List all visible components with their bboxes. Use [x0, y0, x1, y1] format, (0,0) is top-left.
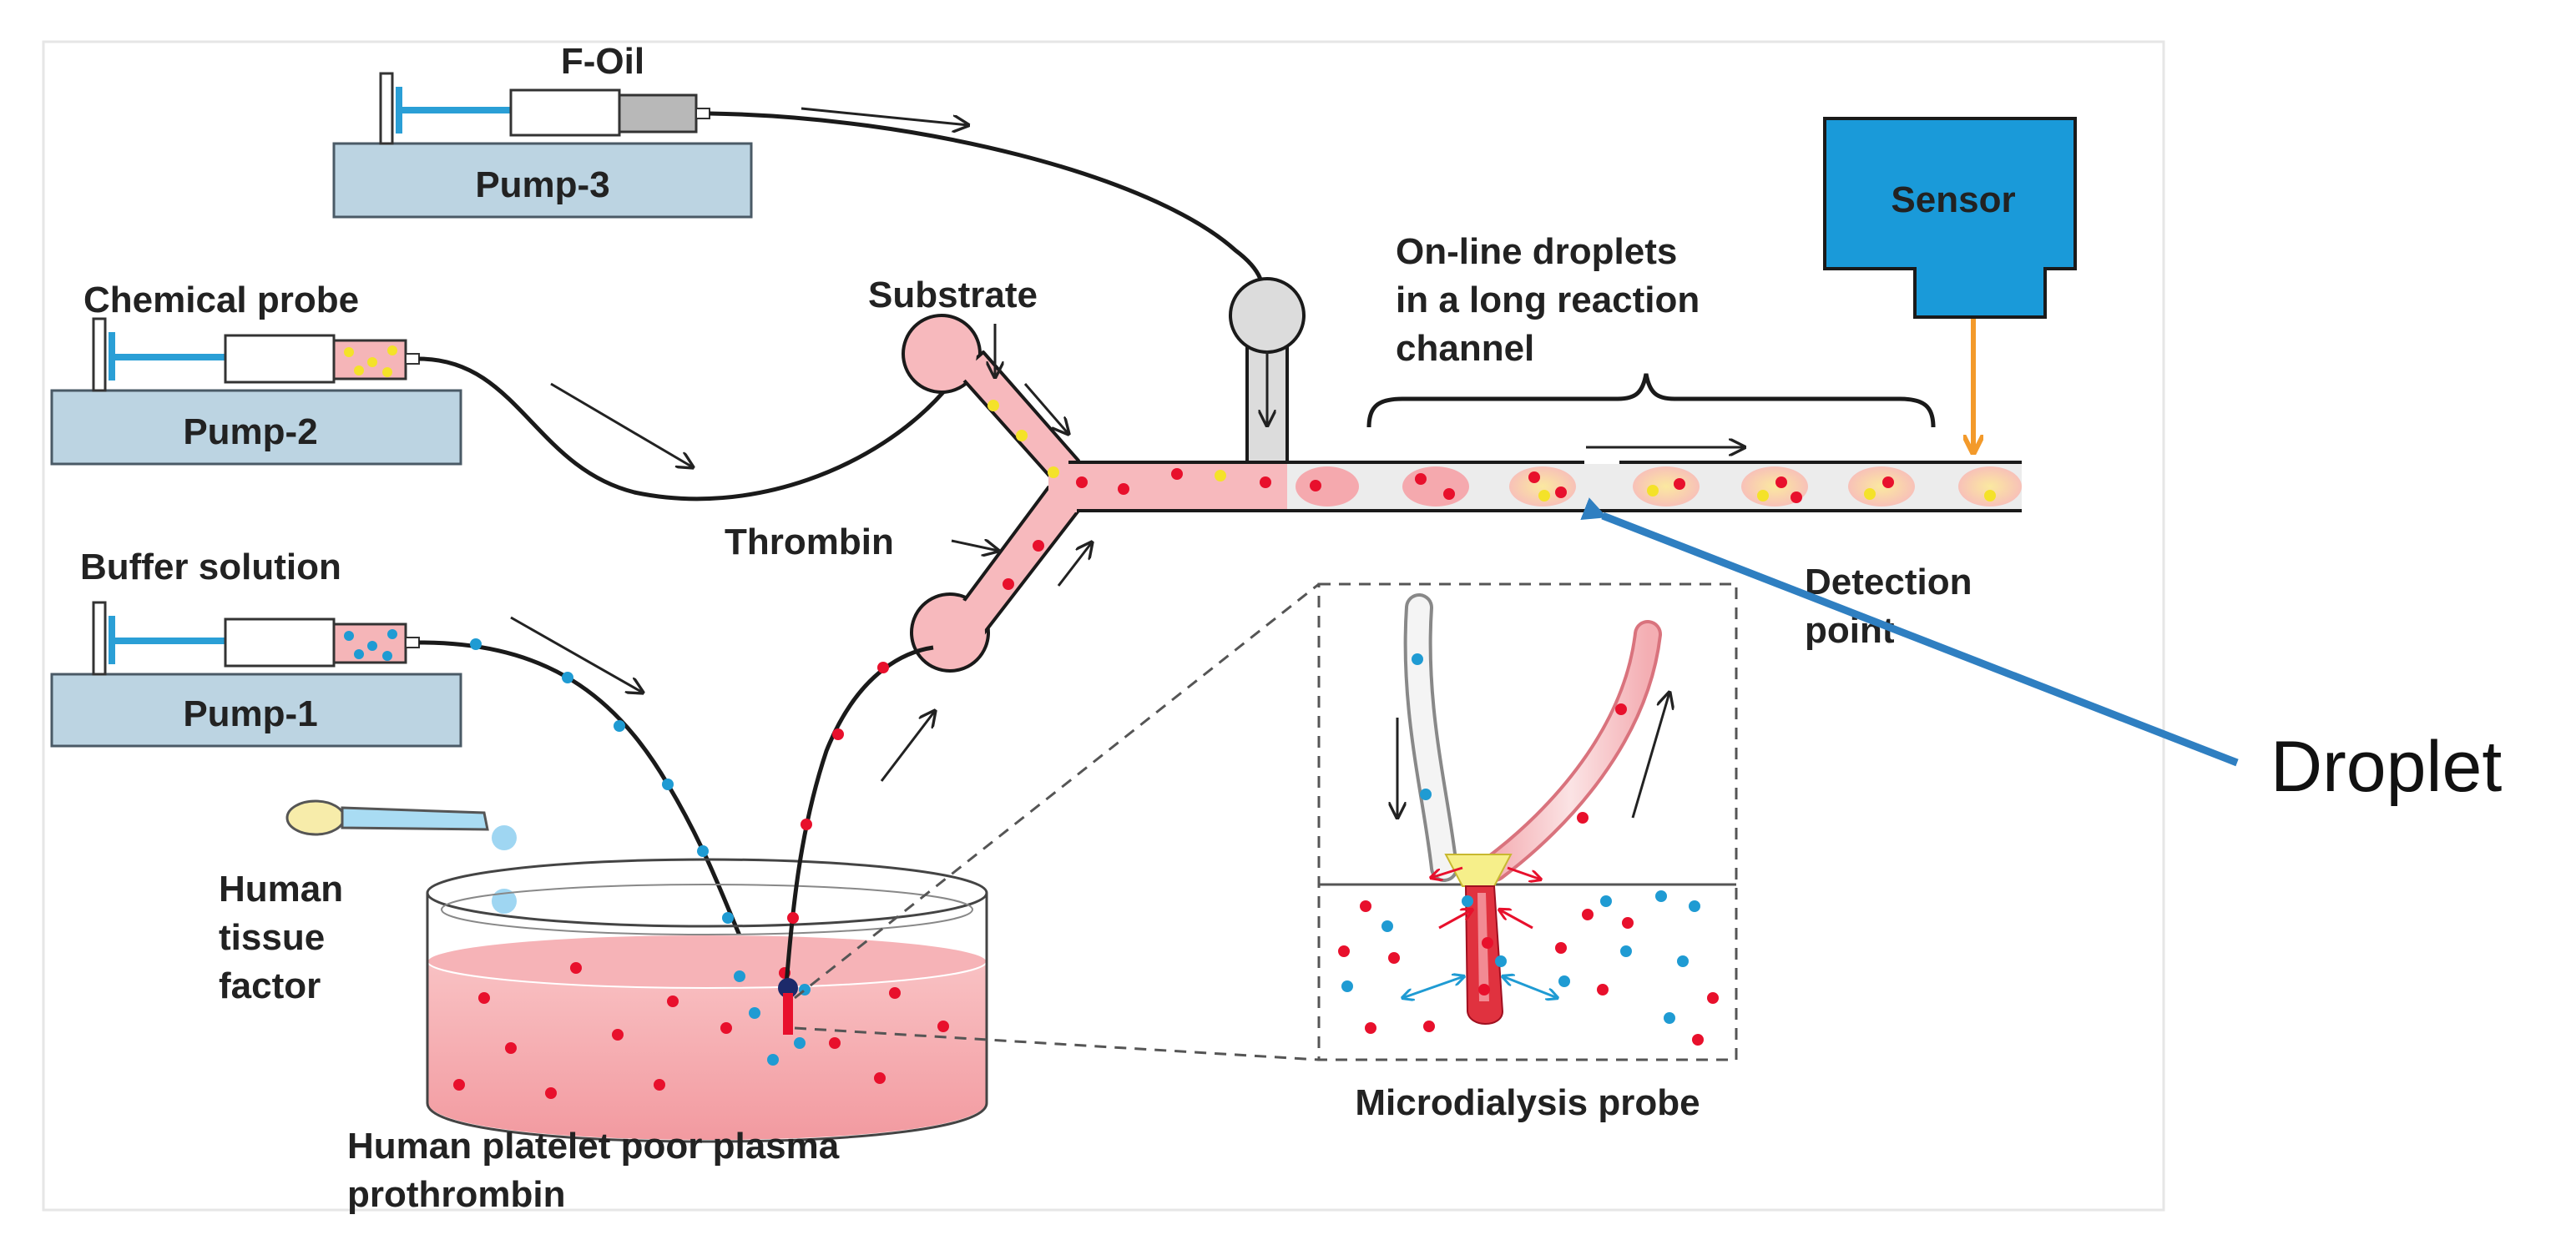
channel-red-dots	[1003, 468, 1894, 590]
probe-in-dish	[783, 993, 793, 1035]
pump-1-post	[92, 601, 107, 676]
pipette-tube	[341, 806, 489, 831]
human-tissue-factor-label-line-1: Human	[219, 869, 343, 910]
f-oil-label: F-Oil	[561, 41, 644, 82]
inset-red-arrow	[1507, 866, 1541, 880]
pump-2-label: Pump-2	[183, 411, 317, 452]
plasma-blue-dots	[734, 970, 811, 1066]
droplet	[1848, 466, 1915, 507]
online-droplets-label-line-1: On-line droplets	[1396, 231, 1677, 272]
inset-outlet-tube-inner	[1483, 623, 1659, 879]
thrombin-reservoir-fill	[915, 597, 985, 668]
dish-inner-rim	[441, 884, 973, 935]
pump-3-plunger-head	[396, 87, 402, 134]
pump-1-syringe-tip	[405, 637, 420, 648]
inset-probe-membrane-highlight	[1477, 893, 1489, 1001]
pump-3-post	[379, 72, 394, 145]
pump-2-post	[92, 317, 107, 392]
pump-2-syringe-barrel	[224, 334, 336, 384]
buffer-solution-label: Buffer solution	[80, 547, 341, 587]
pump-1-syringe-barrel	[224, 617, 336, 668]
plasma-surface	[427, 934, 987, 989]
pump-1: Pump-1 Buffer solution	[50, 547, 462, 748]
zoom-line-bottom	[794, 1026, 1320, 1061]
plasma-label-line-2: prothrombin	[347, 1174, 566, 1215]
buffer-flow-arrow	[510, 616, 643, 693]
droplet	[1958, 466, 2022, 507]
droplet	[1402, 466, 1469, 507]
pump-1-label: Pump-1	[183, 693, 317, 734]
detection-point-label-line-1: Detection	[1805, 562, 1972, 602]
substrate-label: Substrate	[868, 275, 1038, 315]
detection-point-label-line-2: point	[1805, 610, 1895, 651]
sensor-label: Sensor	[1891, 179, 2015, 220]
pump-3-syringe-tip	[695, 108, 710, 119]
plasma-dish	[426, 858, 988, 1143]
inset-red-arrow	[1499, 910, 1533, 930]
f-oil-inlet-join	[1250, 330, 1285, 342]
plasma-label-line-1: Human platelet poor plasma	[347, 1126, 840, 1167]
substrate-reservoir-fill	[907, 319, 977, 389]
pump-3-syringe-barrel	[509, 88, 621, 137]
pump-2: Pump-2 Chemical probe	[50, 280, 462, 466]
droplet	[1296, 466, 1359, 507]
pump-2-base	[50, 389, 462, 466]
plasma-red-dots	[453, 962, 949, 1099]
buffer-tube-blue-dots	[470, 638, 734, 924]
inset-outflow-arrow	[1631, 693, 1669, 819]
pump-3-base	[332, 142, 753, 219]
inset-cyan-arrow	[1402, 976, 1464, 998]
human-tissue-factor-label-line-2: tissue	[219, 917, 325, 958]
online-droplets-label-line-3: channel	[1396, 328, 1534, 369]
chemical-probe-tube	[418, 356, 945, 502]
microdialysis-probe-label: Microdialysis probe	[1355, 1082, 1700, 1123]
pump-1-base	[50, 673, 462, 748]
chemical-probe-label: Chemical probe	[83, 280, 359, 320]
thrombin-flow-arrow	[1057, 542, 1092, 587]
f-oil-flow-arrow	[801, 107, 968, 125]
pipette-bulb	[285, 799, 346, 836]
substrate-flow-arrow	[1023, 383, 1068, 434]
f-oil-inlet	[1229, 277, 1306, 464]
inset-red-arrow	[1431, 866, 1463, 878]
chemical-probe-flow-arrow	[550, 382, 693, 467]
tissue-factor-drop	[492, 825, 517, 850]
microdialysis-inset	[1317, 582, 1738, 1061]
pump-1-plunger-head	[109, 616, 115, 664]
inset-cyan-arrow	[1503, 976, 1558, 998]
online-droplets-label-line-2: in a long reaction	[1396, 280, 1700, 320]
thrombin-pointer	[951, 541, 998, 551]
plasma-fluid	[427, 960, 987, 1140]
droplet	[1633, 466, 1700, 507]
pump-3: Pump-3 F-Oil	[332, 41, 753, 219]
human-tissue-factor-label-line-3: factor	[219, 965, 321, 1006]
thrombin-label: Thrombin	[725, 522, 894, 562]
pump-1-plunger-rod	[115, 638, 240, 644]
inset-inlet-tube-inner	[1407, 597, 1455, 879]
sensor-body	[1823, 117, 2077, 319]
online-droplets-brace	[1366, 373, 1936, 428]
dish-bottom	[426, 1102, 988, 1143]
droplet-callout-arrow	[1580, 497, 2239, 767]
pump-3-plunger-rod	[402, 107, 529, 113]
inset-red-dots	[1338, 703, 1719, 1046]
pump-2-plunger-head	[109, 332, 115, 381]
pump-2-syringe-tip	[405, 353, 420, 365]
pump-1-blue-buffer-dots	[344, 629, 397, 661]
zoom-line-top	[794, 582, 1320, 1000]
channel-yellow-dots	[987, 400, 1996, 502]
pump-2-yellow-probe-dots	[344, 345, 397, 377]
droplet-callout-label: Droplet	[2270, 727, 2502, 807]
pump-3-label: Pump-3	[475, 164, 609, 205]
inset-blue-dots	[1341, 653, 1700, 1024]
outflow-red-dots	[787, 662, 889, 924]
pump-3-syringe-fluid	[618, 93, 698, 134]
outflow-flow-arrow	[880, 711, 935, 782]
inset-red-arrow	[1438, 910, 1472, 930]
sensor: Sensor	[1823, 117, 2077, 451]
pump-2-plunger-rod	[115, 354, 240, 360]
